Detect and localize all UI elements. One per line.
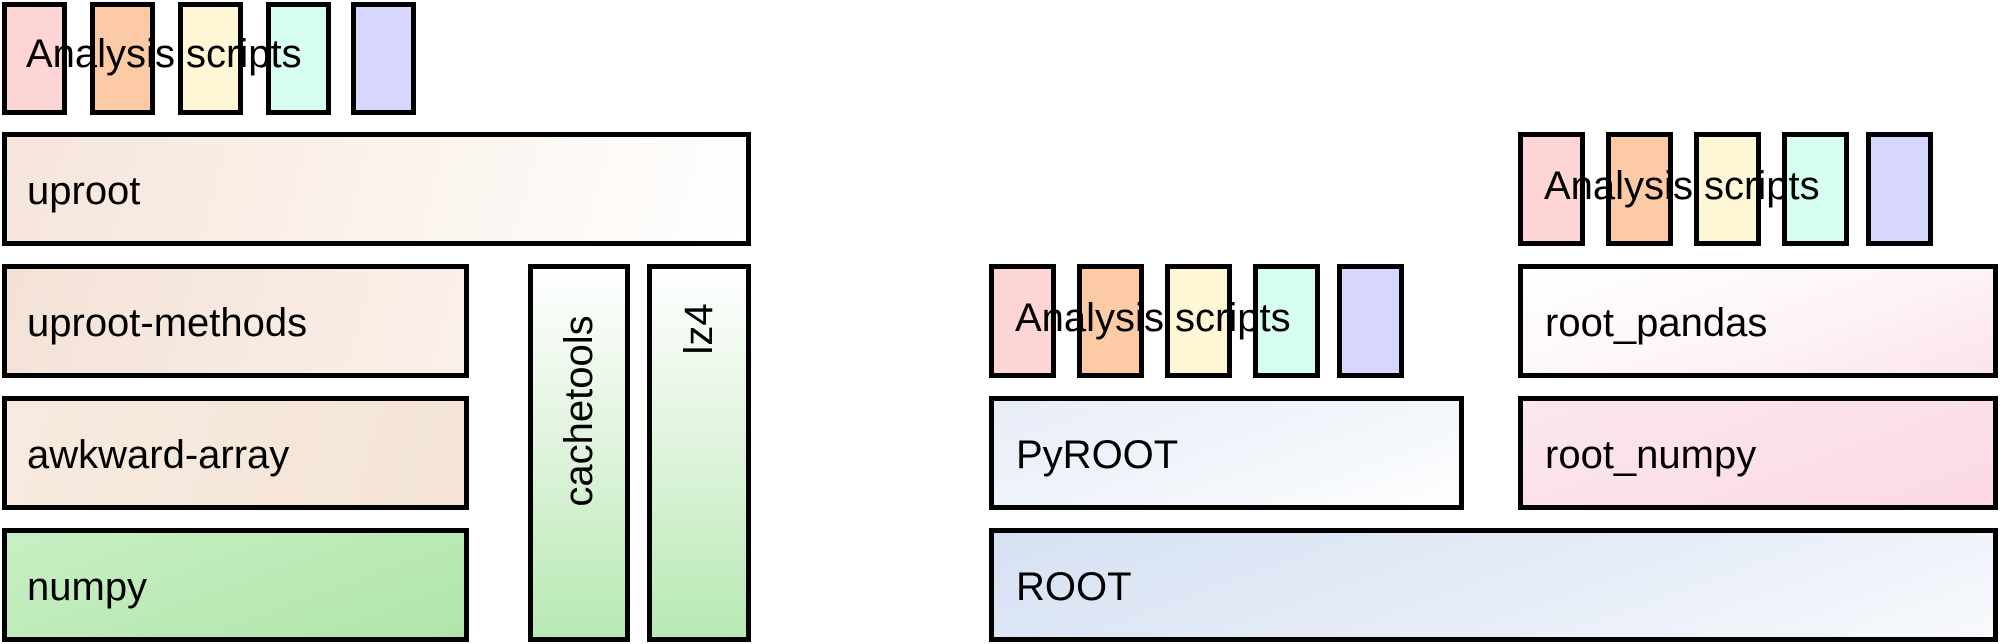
- script-block-pink: [2, 2, 67, 115]
- uproot-methods-label: uproot-methods: [27, 301, 308, 345]
- uproot-methods-box: uproot-methods: [2, 264, 469, 378]
- lz4-box: lz4: [647, 264, 751, 642]
- analysis-scripts-label: Analysis scripts: [26, 32, 302, 76]
- root-pandas-label: root_pandas: [1545, 301, 1768, 345]
- script-block-cream: [1165, 264, 1232, 378]
- cachetools-label: cachetools: [557, 315, 601, 507]
- script-block-lavender: [1866, 132, 1933, 246]
- uproot-box: uproot: [2, 132, 751, 246]
- numpy-label: numpy: [27, 565, 148, 609]
- root-numpy-box: root_numpy: [1518, 396, 1998, 510]
- cachetools-box: cachetools: [528, 264, 630, 642]
- script-block-mint: [1253, 264, 1320, 378]
- root-label: ROOT: [1016, 565, 1132, 609]
- analysis-scripts-label: Analysis scripts: [1015, 296, 1291, 340]
- root-box: ROOT: [989, 528, 1998, 642]
- root-pandas-box: root_pandas: [1518, 264, 1998, 378]
- pyroot-box: PyROOT: [989, 396, 1464, 510]
- analysis-scripts-label: Analysis scripts: [1544, 164, 1820, 208]
- root-numpy-label: root_numpy: [1545, 433, 1757, 477]
- script-block-mint: [266, 2, 331, 115]
- script-block-orange: [1077, 264, 1144, 378]
- script-block-mint: [1782, 132, 1849, 246]
- script-block-lavender: [1337, 264, 1404, 378]
- script-block-pink: [989, 264, 1056, 378]
- script-block-lavender: [351, 2, 416, 115]
- pyroot-label: PyROOT: [1016, 433, 1179, 477]
- lz4-label: lz4: [677, 303, 721, 355]
- numpy-box: numpy: [2, 528, 469, 642]
- script-block-orange: [1606, 132, 1673, 246]
- script-block-cream: [1694, 132, 1761, 246]
- awkward-array-label: awkward-array: [27, 433, 290, 477]
- script-block-cream: [178, 2, 243, 115]
- awkward-array-box: awkward-array: [2, 396, 469, 510]
- uproot-label: uproot: [27, 169, 141, 213]
- script-block-orange: [90, 2, 155, 115]
- script-block-pink: [1518, 132, 1585, 246]
